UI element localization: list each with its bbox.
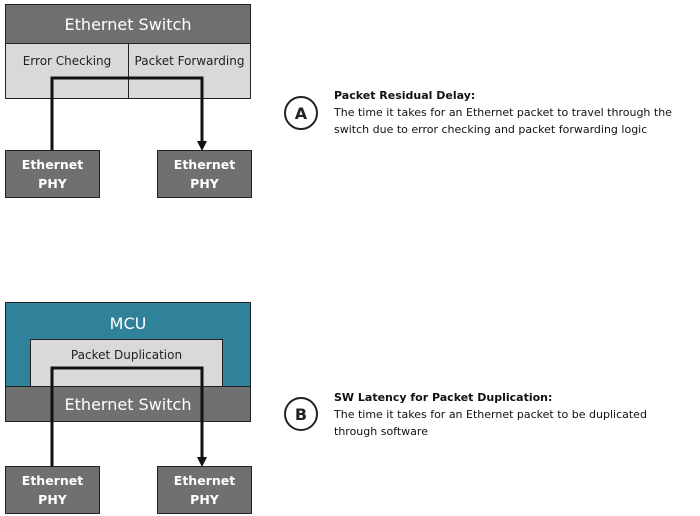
description-a: Packet Residual Delay: The time it takes… xyxy=(334,87,694,138)
description-b-line2: through software xyxy=(334,425,428,438)
ethernet-phy-a-left: Ethernet PHY xyxy=(5,150,100,198)
packet-forwarding-block: Packet Forwarding xyxy=(128,43,251,99)
description-a-title: Packet Residual Delay: xyxy=(334,89,476,102)
packet-duplication-block: Packet Duplication xyxy=(30,339,223,389)
phy-b-left-line2: PHY xyxy=(38,492,67,507)
ethernet-phy-b-right: Ethernet PHY xyxy=(157,466,252,514)
mcu-label: MCU xyxy=(109,313,147,333)
marker-a-circle: A xyxy=(284,96,318,130)
ethernet-switch-a-label: Ethernet Switch xyxy=(64,14,192,34)
phy-a-left-line1: Ethernet xyxy=(21,157,84,172)
packet-forwarding-label: Packet Forwarding xyxy=(134,54,245,68)
ethernet-phy-b-left: Ethernet PHY xyxy=(5,466,100,514)
description-a-line2: switch due to error checking and packet … xyxy=(334,123,648,136)
marker-a-label: A xyxy=(294,103,308,123)
phy-a-left-line2: PHY xyxy=(38,176,67,191)
marker-b-circle: B xyxy=(284,397,318,431)
ethernet-switch-a: Ethernet Switch xyxy=(5,4,251,44)
error-checking-label: Error Checking xyxy=(22,54,112,68)
description-b-line1: The time it takes for an Ethernet packet… xyxy=(334,408,647,421)
error-checking-block: Error Checking xyxy=(5,43,129,99)
marker-b-label: B xyxy=(294,404,308,424)
ethernet-switch-b: Ethernet Switch xyxy=(5,386,251,422)
description-a-line1: The time it takes for an Ethernet packet… xyxy=(334,106,672,119)
phy-a-right-line1: Ethernet xyxy=(173,157,236,172)
packet-path-b xyxy=(50,366,207,467)
packet-duplication-label: Packet Duplication xyxy=(70,348,183,362)
description-b-title: SW Latency for Packet Duplication: xyxy=(334,391,553,404)
ethernet-switch-b-label: Ethernet Switch xyxy=(64,394,192,414)
phy-b-left-line1: Ethernet xyxy=(21,473,84,488)
description-b: SW Latency for Packet Duplication: The t… xyxy=(334,389,694,440)
phy-b-right-line2: PHY xyxy=(190,492,219,507)
phy-a-right-line2: PHY xyxy=(190,176,219,191)
packet-path-a xyxy=(50,76,207,151)
phy-b-right-line1: Ethernet xyxy=(173,473,236,488)
